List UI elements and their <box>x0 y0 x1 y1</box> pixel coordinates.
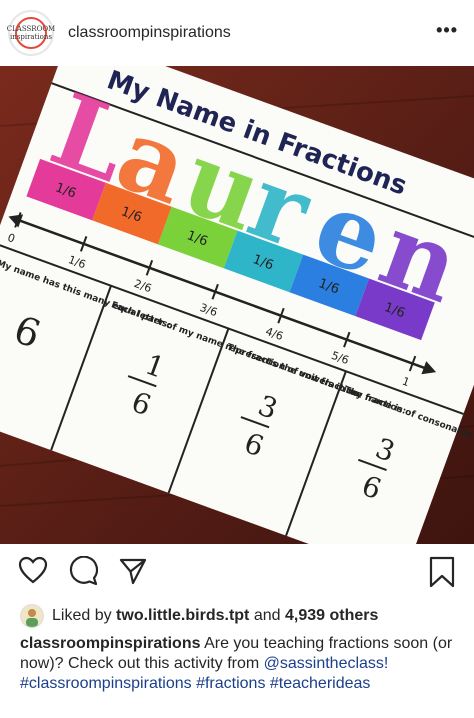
svg-text:1/6: 1/6 <box>251 252 276 273</box>
caption-text: Are you teaching fractions soon (or now)… <box>20 635 453 672</box>
bookmark-icon[interactable] <box>428 556 456 588</box>
svg-text:2/6: 2/6 <box>132 277 153 295</box>
photo-scene: My Name in Fractions 1/6 1/6 1/6 1/6 1/6… <box>0 66 474 544</box>
svg-text:5/6: 5/6 <box>330 349 351 367</box>
post-photo[interactable]: My Name in Fractions 1/6 1/6 1/6 1/6 1/6… <box>0 66 474 544</box>
svg-text:4/6: 4/6 <box>264 325 285 343</box>
liked-by-label: Liked by <box>52 607 112 624</box>
svg-text:1/6: 1/6 <box>382 300 407 321</box>
avatar-text: CLASSROOM inspirations <box>6 25 56 41</box>
comment-icon[interactable] <box>68 556 98 586</box>
heart-icon[interactable] <box>18 556 48 584</box>
post-username[interactable]: classroompinspirations <box>68 24 231 41</box>
svg-text:1/6: 1/6 <box>119 204 144 225</box>
color-bars: 1/6 1/6 1/6 1/6 1/6 1/6 <box>26 158 435 341</box>
svg-text:1/6: 1/6 <box>53 180 78 201</box>
likes-count[interactable]: 4,939 others <box>284 607 379 624</box>
name-letters: L a u r e n <box>37 70 474 325</box>
caption-username[interactable]: classroompinspirations <box>20 635 201 652</box>
post-actions <box>0 544 474 602</box>
svg-text:1/6: 1/6 <box>185 228 210 249</box>
liker-avatar[interactable] <box>20 604 44 628</box>
post-header: CLASSROOM inspirations classroompinspira… <box>0 0 474 66</box>
likes-row: Liked by two.little.birds.tpt and 4,939 … <box>20 604 378 628</box>
more-options-icon[interactable]: ••• <box>436 20 458 40</box>
liked-by-user[interactable]: two.little.birds.tpt <box>116 607 250 624</box>
svg-text:3/6: 3/6 <box>198 301 219 319</box>
avatar[interactable]: CLASSROOM inspirations <box>7 10 55 56</box>
caption-hashtags[interactable]: #classroompinspirations #fractions #teac… <box>20 675 371 692</box>
share-icon[interactable] <box>118 556 148 586</box>
svg-text:1/6: 1/6 <box>316 276 341 297</box>
svg-text:1/6: 1/6 <box>66 253 87 271</box>
liked-by-and: and <box>253 607 281 624</box>
avatar-logo: CLASSROOM inspirations <box>7 17 55 49</box>
caption-mention[interactable]: @sassintheclass! <box>263 655 389 672</box>
svg-text:1: 1 <box>400 375 411 390</box>
svg-text:0: 0 <box>6 231 17 246</box>
post-caption: classroompinspirations Are you teaching … <box>20 634 460 694</box>
number-line: 0 1/6 2/6 3/6 4/6 5/6 1 <box>6 212 437 390</box>
worksheet-paper <box>0 66 474 544</box>
